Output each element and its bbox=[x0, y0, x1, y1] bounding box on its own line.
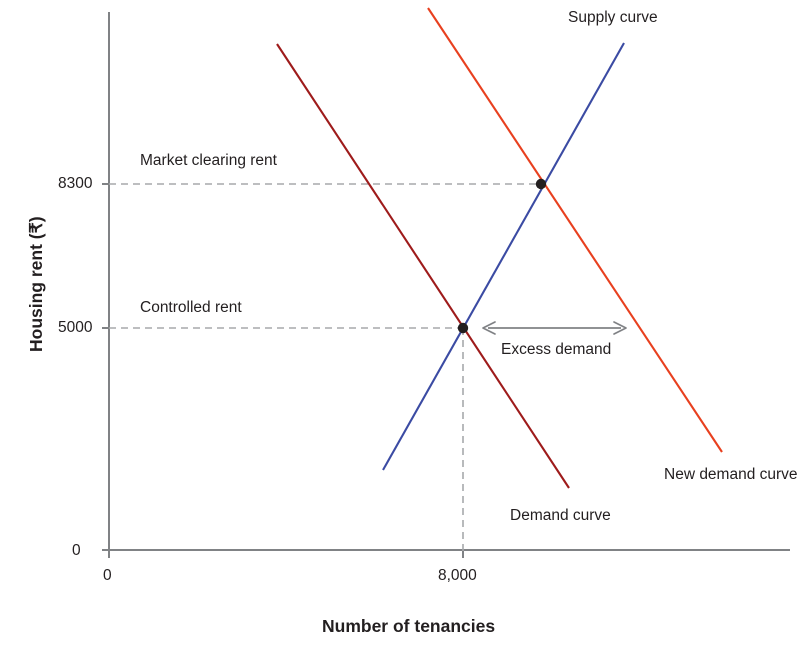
supply-curve-line bbox=[382, 42, 625, 471]
market-clearing-rent-label: Market clearing rent bbox=[140, 152, 277, 169]
x-tick-label-0: 0 bbox=[103, 567, 112, 584]
y-axis-title: Housing rent (₹) bbox=[26, 216, 46, 352]
y-tick-label-5000: 5000 bbox=[58, 319, 93, 336]
demand-curve-line bbox=[276, 43, 570, 489]
controlled-rent-label: Controlled rent bbox=[140, 299, 242, 316]
new-demand-curve-line bbox=[427, 7, 723, 453]
excess-demand-label: Excess demand bbox=[501, 341, 612, 358]
x-axis-title: Number of tenancies bbox=[322, 616, 496, 636]
supply-curve-label: Supply curve bbox=[568, 9, 658, 26]
demand-curve-label: Demand curve bbox=[510, 507, 611, 524]
new-demand-curve-label: New demand curve bbox=[664, 466, 798, 483]
y-tick-label-0: 0 bbox=[72, 542, 81, 559]
market-clearing-point-marker bbox=[535, 178, 547, 190]
excess-demand-arrow bbox=[482, 321, 627, 335]
x-tick-label-8000: 8,000 bbox=[438, 567, 477, 584]
controlled-rent-point-marker bbox=[457, 322, 469, 334]
y-tick-label-8300: 8300 bbox=[58, 175, 93, 192]
